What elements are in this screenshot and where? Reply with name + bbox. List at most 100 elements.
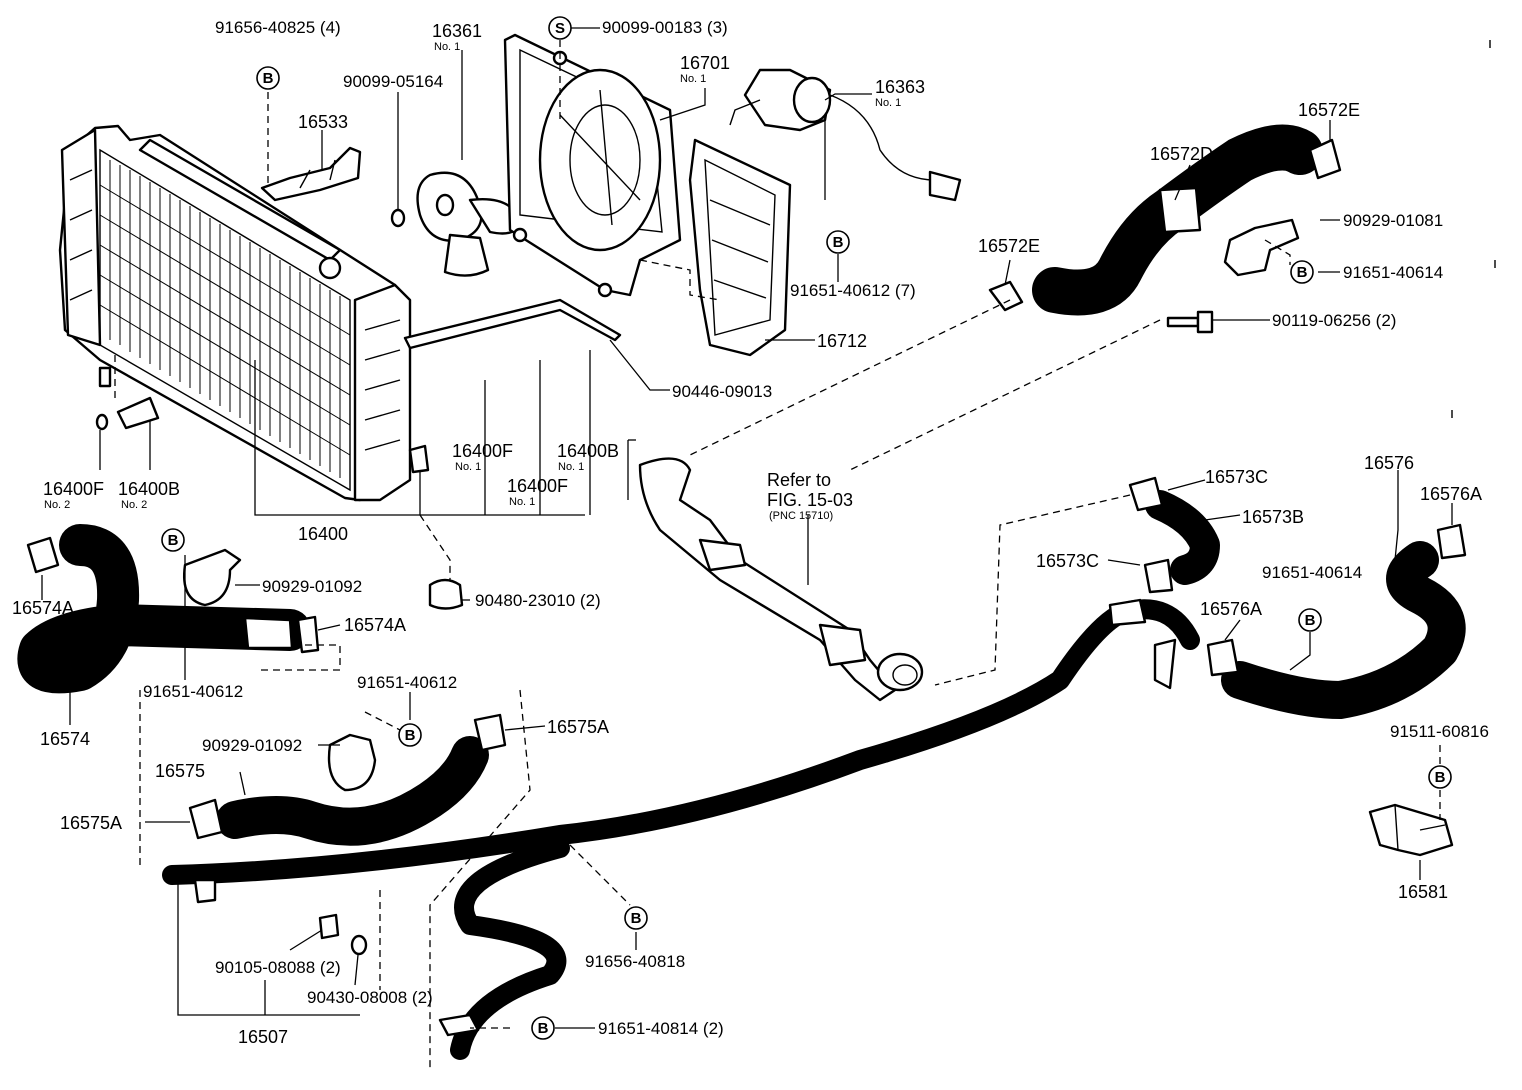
svg-text:B: B bbox=[1435, 769, 1446, 786]
label-16574A-right: 16574A bbox=[344, 615, 406, 635]
label-16400F-no1b: 16400F bbox=[507, 476, 568, 496]
label-16576A-right: 16576A bbox=[1420, 484, 1482, 504]
label-16361: 16361 bbox=[432, 21, 482, 41]
clip-90929-01092-top bbox=[183, 548, 242, 607]
label-16573C-mid: 16573C bbox=[1036, 551, 1099, 571]
label-16574: 16574 bbox=[40, 729, 90, 749]
label-91651-40612-a: 91651-40612 bbox=[143, 682, 243, 701]
label-91511-60816: 91511-60816 bbox=[1390, 722, 1489, 741]
label-pnc-15710: (PNC 15710) bbox=[769, 510, 833, 522]
label-16701: 16701 bbox=[680, 53, 730, 73]
label-90099-00183: 90099-00183 (3) bbox=[602, 18, 728, 37]
label-16363-no: No. 1 bbox=[875, 97, 901, 109]
label-16400F-no2-sub: No. 2 bbox=[44, 499, 70, 511]
svg-text:B: B bbox=[1297, 264, 1308, 281]
label-fig-15-03: FIG. 15-03 bbox=[767, 490, 853, 510]
label-16400B-no2: 16400B bbox=[118, 479, 180, 499]
label-91651-40612-7: 91651-40612 (7) bbox=[790, 281, 916, 300]
label-16400F-no1a-sub: No. 1 bbox=[455, 461, 481, 473]
clamp-16574A-right bbox=[296, 615, 320, 654]
edge-marks bbox=[1451, 40, 1496, 418]
part-labels: 91656-40825 (4) 16533 16361 No. 1 90099-… bbox=[12, 18, 1489, 1047]
bolt-symbol: B bbox=[161, 528, 185, 552]
fan-shroud-16701 bbox=[503, 33, 682, 298]
clamp-16574A-left bbox=[26, 536, 60, 574]
bolt-symbol: B bbox=[1298, 608, 1322, 632]
hose-16576 bbox=[1221, 541, 1466, 719]
svg-text:S: S bbox=[555, 20, 565, 37]
label-90105-08088: 90105-08088 (2) bbox=[215, 958, 341, 977]
clip-90929-01092-mid bbox=[327, 733, 377, 792]
water-pipe-fig15-03 bbox=[638, 457, 924, 702]
label-16400: 16400 bbox=[298, 524, 348, 544]
clamp-16573C-mid bbox=[1143, 558, 1174, 594]
bolt-symbol: B bbox=[531, 1016, 555, 1040]
clamp-16572E-left bbox=[988, 280, 1024, 312]
clamp-16576A-right bbox=[1436, 523, 1467, 560]
bolt-symbol: B bbox=[1290, 260, 1314, 284]
screw-symbol: S bbox=[548, 16, 572, 40]
svg-text:B: B bbox=[1305, 612, 1316, 629]
label-16581: 16581 bbox=[1398, 882, 1448, 902]
label-91651-40814: 91651-40814 (2) bbox=[598, 1019, 724, 1038]
bracket-16581 bbox=[1368, 803, 1454, 857]
label-91656-40825: 91656-40825 (4) bbox=[215, 18, 341, 37]
label-90929-01092-top: 90929-01092 bbox=[262, 577, 362, 596]
bolt-symbol: B bbox=[398, 723, 422, 747]
label-90929-01081: 90929-01081 bbox=[1343, 211, 1443, 230]
label-16701-no: No. 1 bbox=[680, 73, 706, 85]
cap-90480-23010 bbox=[428, 578, 464, 610]
clamp-16573C-top bbox=[1128, 476, 1164, 512]
label-90480-23010: 90480-23010 (2) bbox=[475, 591, 601, 610]
bolt-symbol: B bbox=[1428, 765, 1452, 789]
svg-text:B: B bbox=[263, 70, 274, 87]
bolt-symbol: B bbox=[624, 906, 648, 930]
label-16574A-left: 16574A bbox=[12, 598, 74, 618]
label-90929-01092-mid: 90929-01092 bbox=[202, 736, 302, 755]
leader-lines bbox=[41, 27, 1453, 1070]
label-91651-40612-b: 91651-40612 bbox=[357, 673, 457, 692]
bolt-90119-06256 bbox=[1166, 310, 1214, 334]
label-16573C-top: 16573C bbox=[1205, 467, 1268, 487]
plug-90105-08088 bbox=[318, 913, 340, 940]
label-90430-08008: 90430-08008 (2) bbox=[307, 988, 433, 1007]
clamp-16575A-right bbox=[473, 713, 507, 752]
svg-text:B: B bbox=[168, 532, 179, 549]
bolt-symbol: B bbox=[256, 66, 280, 90]
label-16712: 16712 bbox=[817, 331, 867, 351]
label-16507: 16507 bbox=[238, 1027, 288, 1047]
gasket-90430-08008 bbox=[350, 934, 368, 956]
label-91651-40614-top: 91651-40614 bbox=[1343, 263, 1443, 282]
label-16576A-mid: 16576A bbox=[1200, 599, 1262, 619]
label-16572E-left: 16572E bbox=[978, 236, 1040, 256]
label-16575: 16575 bbox=[155, 761, 205, 781]
label-16400B-no2-sub: No. 2 bbox=[121, 499, 147, 511]
label-91656-40818: 91656-40818 bbox=[585, 952, 685, 971]
label-16572D: 16572D bbox=[1150, 144, 1213, 164]
label-16361-no: No. 1 bbox=[434, 41, 460, 53]
clamp-16572E-top bbox=[1308, 138, 1342, 180]
label-16533: 16533 bbox=[298, 112, 348, 132]
hose-16573B bbox=[1145, 490, 1220, 585]
label-16400F-no1b-sub: No. 1 bbox=[509, 496, 535, 508]
label-16400F-no2: 16400F bbox=[43, 479, 104, 499]
label-16573B: 16573B bbox=[1242, 507, 1304, 527]
label-90099-05164: 90099-05164 bbox=[343, 72, 443, 91]
bolt-symbol: B bbox=[826, 230, 850, 254]
label-16575A-left: 16575A bbox=[60, 813, 122, 833]
label-16400B-no1: 16400B bbox=[557, 441, 619, 461]
svg-text:B: B bbox=[538, 1020, 549, 1037]
svg-text:B: B bbox=[405, 727, 416, 744]
radiator bbox=[58, 124, 622, 502]
label-90446-09013: 90446-09013 bbox=[672, 382, 772, 401]
shroud-16712 bbox=[688, 138, 792, 357]
clamp-16575A-left bbox=[188, 798, 224, 840]
label-16576: 16576 bbox=[1364, 453, 1414, 473]
bolt-symbols: B S B B B B B B B B bbox=[161, 16, 1452, 1040]
label-16575A-right: 16575A bbox=[547, 717, 609, 737]
label-16363: 16363 bbox=[875, 77, 925, 97]
nut-90099-05164 bbox=[390, 208, 406, 228]
hose-16574 bbox=[17, 524, 311, 694]
svg-text:B: B bbox=[833, 234, 844, 251]
label-91651-40614-mid: 91651-40614 bbox=[1262, 563, 1362, 582]
